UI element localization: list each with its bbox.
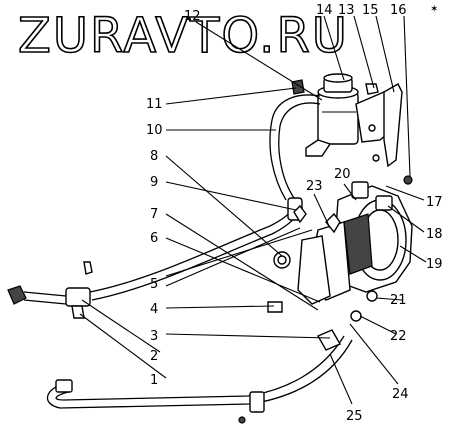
part-labels: 1 2 3 4 5 6 7 9 8 10 11 12 13 14 15 16 1… [146,3,443,424]
label-12: 12 [184,9,201,24]
label-22: 22 [390,329,407,344]
label-7: 7 [150,207,158,222]
label-25: 25 [346,409,363,424]
reservoir-bracket [355,83,403,168]
label-20: 20 [334,167,351,182]
label-1: 1 [150,373,158,388]
label-15: 15 [362,3,379,18]
watermark-logo: ZURAVTO.RU [18,8,349,64]
label-5: 5 [150,277,158,292]
label-14: 14 [316,3,333,18]
label-23: 23 [306,179,323,194]
label-18: 18 [426,227,443,242]
label-6: 6 [150,231,158,246]
label-9: 9 [150,175,158,190]
corner-mark: ✶ [430,4,438,15]
label-24: 24 [392,387,409,402]
label-8: 8 [150,149,158,164]
label-13: 13 [338,3,355,18]
label-16: 16 [390,3,407,18]
label-3: 3 [150,329,158,344]
label-4: 4 [150,302,158,317]
hose-end-left [7,261,93,319]
lower-return-hose [47,301,353,424]
label-10: 10 [146,123,163,138]
label-21: 21 [390,293,407,308]
label-17: 17 [426,195,443,210]
leader-lines [79,15,427,405]
label-2: 2 [150,349,158,364]
label-19: 19 [426,257,443,272]
pressure-hose [89,197,307,301]
reservoir-tank [305,73,359,157]
label-11: 11 [146,97,163,112]
